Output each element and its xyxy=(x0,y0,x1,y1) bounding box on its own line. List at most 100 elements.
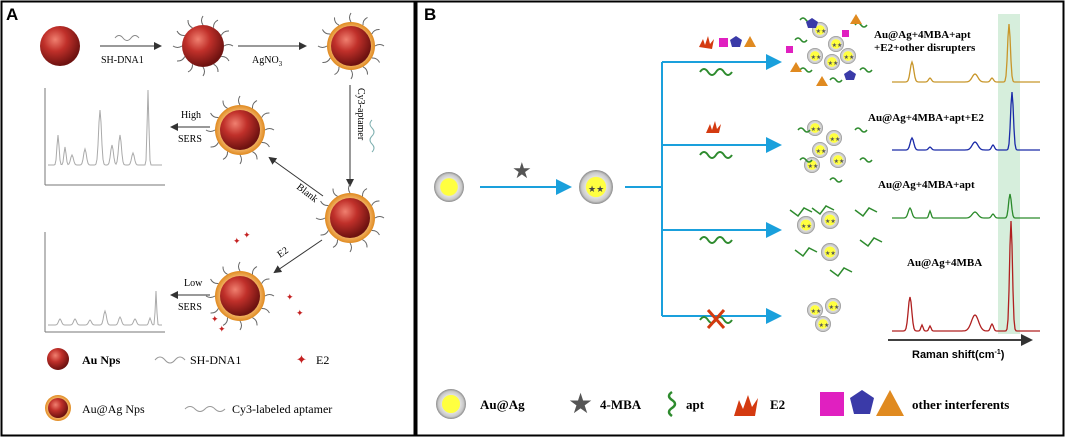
interferent-pentagon-icon xyxy=(730,36,742,47)
strand xyxy=(210,142,219,148)
strand xyxy=(222,151,229,160)
legend-square-icon xyxy=(820,392,844,416)
strand xyxy=(371,28,380,35)
e2-star: ✦ xyxy=(233,236,241,246)
legend-apt-icon xyxy=(667,390,677,418)
auag-np-aptamer xyxy=(325,193,375,243)
spectrum-low-sers xyxy=(44,232,165,333)
strand xyxy=(176,30,185,37)
panel-a-border xyxy=(0,0,416,437)
legend-e2-icon: ✦ xyxy=(296,352,307,367)
strand xyxy=(222,266,228,275)
strand xyxy=(349,242,352,253)
panel-a: SH-DNA1 AgNO3 Cy3-aptamer High SERS Blan… xyxy=(40,22,375,421)
strand xyxy=(349,12,352,23)
strand xyxy=(362,66,369,75)
strand xyxy=(205,295,216,298)
strand xyxy=(251,100,258,109)
strand xyxy=(261,278,270,284)
strand xyxy=(187,19,193,29)
svg-text:★★: ★★ xyxy=(829,304,840,311)
mba-star-icon: ★ xyxy=(512,158,532,183)
strand xyxy=(322,57,331,64)
label-agno3: AgNO3 xyxy=(252,55,283,68)
e2-star: ✦ xyxy=(286,292,294,302)
strand xyxy=(187,64,194,73)
e2-flame-icon xyxy=(699,36,714,49)
strand xyxy=(252,317,258,326)
label-high-sers: SERS xyxy=(178,134,202,145)
e2-star: ✦ xyxy=(243,230,251,240)
label-cy3-aptamer: Cy3-aptamer xyxy=(355,88,366,141)
strand xyxy=(220,30,230,36)
branch-lines xyxy=(625,62,663,316)
label-high: High xyxy=(181,110,201,121)
legend-e2-icon xyxy=(734,395,758,416)
legend-mba: 4-MBA xyxy=(600,397,642,412)
strand xyxy=(264,294,275,297)
legend-e2: E2 xyxy=(316,353,329,367)
interferent-square xyxy=(842,30,849,37)
panel-b-border xyxy=(415,0,1065,437)
strand xyxy=(238,95,241,106)
interferent-pentagon xyxy=(844,70,856,80)
e2-star: ✦ xyxy=(211,314,219,324)
svg-text:★★: ★★ xyxy=(816,148,827,155)
auag-start-particle xyxy=(434,172,464,202)
strand xyxy=(239,154,242,165)
svg-text:★★: ★★ xyxy=(811,308,822,315)
svg-text:★★: ★★ xyxy=(801,223,812,230)
panel-b-letter: B xyxy=(424,5,436,24)
spectrum-line-2 xyxy=(892,91,1040,151)
e2-star: ✦ xyxy=(218,324,226,334)
strand xyxy=(332,188,338,197)
apt-strand xyxy=(829,77,843,83)
strand xyxy=(348,183,351,194)
apt-strand xyxy=(794,247,818,258)
svg-text:★★: ★★ xyxy=(819,322,830,329)
legend-sh-dna1: SH-DNA1 xyxy=(190,353,241,367)
apt-strand-icon xyxy=(699,151,733,159)
legend-e2: E2 xyxy=(770,397,785,412)
spectrum-label-2: Au@Ag+4MBA+apt+E2 xyxy=(868,112,984,124)
panel-a-letter: A xyxy=(6,5,18,24)
label-e2-step: E2 xyxy=(275,245,290,260)
highlight-band xyxy=(998,14,1020,334)
interferent-triangle-icon xyxy=(744,36,756,47)
strand xyxy=(371,200,380,206)
e2-star: ✦ xyxy=(296,308,304,318)
strand xyxy=(320,200,329,207)
strand xyxy=(374,216,385,219)
auag-np-with-dna1 xyxy=(327,22,375,70)
product-clusters: ★★★★★★★★★★★★★★★★★★★★★★★★★★★★★★★★ xyxy=(786,14,883,332)
interferent-square-icon xyxy=(719,38,728,47)
legend-b: Au@Ag ★ 4-MBA apt E2 other interferents xyxy=(436,389,1009,420)
strand xyxy=(321,29,331,35)
strand xyxy=(374,44,385,47)
apt-strand xyxy=(859,67,873,73)
legend-cy3-aptamer: Cy3-labeled aptamer xyxy=(232,402,332,416)
legend-auag-nps: Au@Ag Nps xyxy=(82,402,145,416)
e2-flame-icon xyxy=(706,121,721,133)
interferent-triangle xyxy=(790,62,802,72)
strand xyxy=(212,19,219,28)
strand xyxy=(252,151,258,160)
legend-au-nps: Au Nps xyxy=(82,353,121,367)
panel-b: ★ ★★ ★★ ★★ ★★ xyxy=(434,14,1040,420)
apt-strand xyxy=(799,67,813,73)
au-nanoparticle xyxy=(40,26,80,66)
strand xyxy=(210,112,219,119)
strand xyxy=(315,217,326,220)
spectrum-high-sers xyxy=(44,88,165,186)
svg-text:★★: ★★ xyxy=(825,218,836,225)
strand xyxy=(210,278,219,285)
apt-strand xyxy=(829,177,843,183)
legend-cy3-aptamer-icon xyxy=(184,406,226,412)
interferent-square xyxy=(786,46,793,53)
strand xyxy=(371,57,381,63)
apt-strand xyxy=(797,127,811,133)
strand xyxy=(350,69,353,80)
apt-strand-icon xyxy=(699,68,733,76)
